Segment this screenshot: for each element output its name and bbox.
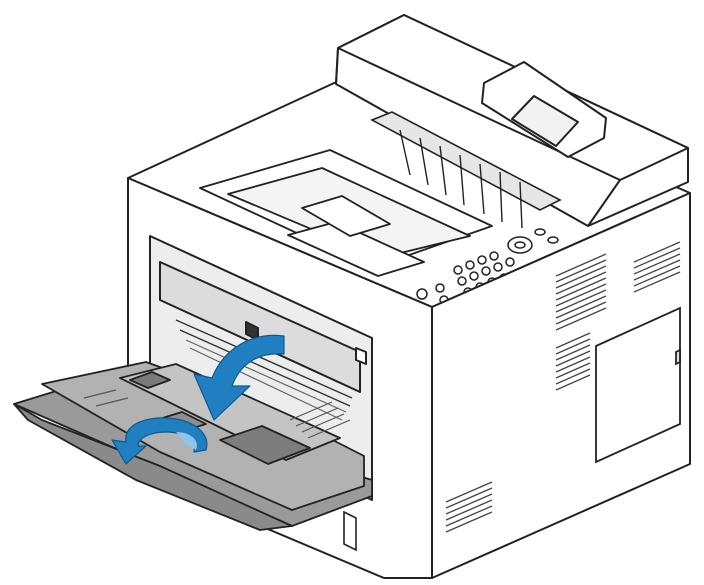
display-screen bbox=[481, 61, 607, 158]
side-access-door bbox=[595, 306, 681, 464]
down-arrow-icon bbox=[193, 334, 285, 421]
front-lower-slot bbox=[343, 510, 357, 552]
rear-exit-slot bbox=[370, 111, 562, 229]
curved-unfold-arrow-icon bbox=[111, 417, 208, 465]
output-tray bbox=[199, 149, 493, 277]
side-vents bbox=[445, 241, 681, 533]
